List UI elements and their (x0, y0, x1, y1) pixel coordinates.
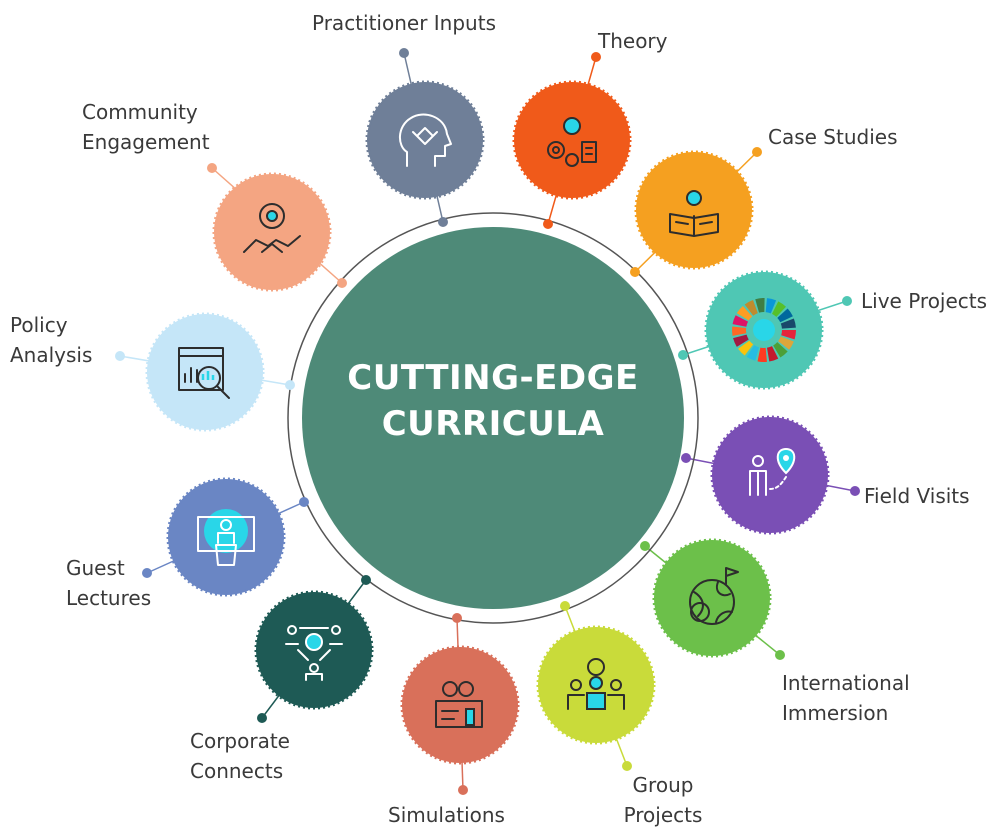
outer-ring (287, 212, 699, 624)
case-studies-label-dot (752, 147, 762, 157)
group-projects-label-line-1: Group (632, 773, 694, 797)
international-immersion-label-line-2: Immersion (782, 701, 889, 725)
node-corporate-connects (254, 575, 374, 723)
community-engagement-label-line-1: Community (82, 100, 198, 124)
center-title: CUTTING-EDGE CURRICULA (300, 355, 686, 447)
live-projects-label: Live Projects (861, 286, 987, 316)
center-circle (302, 227, 684, 609)
node-practitioner-inputs (365, 48, 485, 227)
corporate-connects-label-dot (257, 713, 267, 723)
policy-analysis-ring-dot (285, 380, 295, 390)
theory-circle (516, 84, 628, 196)
international-immersion-label-dot (775, 650, 785, 660)
policy-analysis-label-line-2: Analysis (10, 343, 93, 367)
lecturer-podium-icon (197, 509, 255, 566)
group-projects-ring-dot (560, 601, 570, 611)
community-engagement-circle (216, 176, 328, 288)
chart-magnifier-icon (178, 347, 230, 399)
policy-analysis-label-line-1: Policy (10, 313, 68, 337)
practitioner-inputs-label-dot (399, 48, 409, 58)
guest-lectures-label-dot (142, 568, 152, 578)
sdg-wheel-icon (732, 298, 796, 362)
policy-analysis-circle (149, 316, 261, 428)
community-engagement-ring-dot (337, 278, 347, 288)
practitioner-inputs-ring-dot (438, 217, 448, 227)
node-case-studies (630, 147, 762, 277)
simulations-label: Simulations (388, 800, 505, 830)
practitioner-inputs-circle (369, 84, 481, 196)
live-projects-label-dot (842, 296, 852, 306)
community-engagement-label-dot (207, 163, 217, 173)
head-handshake-icon (399, 113, 452, 167)
node-community-engagement (207, 163, 347, 292)
field-visits-label-dot (850, 486, 860, 496)
international-immersion-label-line-1: International (782, 671, 910, 695)
theory-ring-dot (543, 219, 553, 229)
corporate-connects-ring-dot (361, 575, 371, 585)
practitioner-inputs-label: Practitioner Inputs (312, 8, 496, 38)
field-visits-label: Field Visits (864, 481, 970, 511)
simulations-label-dot (458, 785, 468, 795)
international-immersion-ring-dot (640, 541, 650, 551)
people-lightbulb-icon (285, 625, 343, 681)
corporate-connects-label-line-1: Corporate (190, 729, 290, 753)
center-title-line-2: CURRICULA (381, 404, 605, 444)
node-policy-analysis (115, 312, 295, 432)
nodes-layer (115, 48, 860, 795)
node-simulations (400, 613, 520, 795)
handshake-people-gear-icon (243, 203, 301, 253)
simulations-ring-dot (452, 613, 462, 623)
field-visits-circle (714, 419, 826, 531)
center-title-line-1: CUTTING-EDGE (347, 358, 639, 398)
field-visits-label-line-1: Field Visits (864, 484, 970, 508)
guest-lectures-ring-dot (299, 497, 309, 507)
simulations-label-line-1: Simulations (388, 803, 505, 827)
group-projects-label-dot (622, 761, 632, 771)
node-guest-lectures (142, 477, 309, 597)
case-studies-ring-dot (630, 267, 640, 277)
theory-label-dot (591, 52, 601, 62)
group-projects-label-line-2: Projects (623, 803, 703, 827)
node-international-immersion (640, 538, 785, 660)
theory-label-line-1: Theory (598, 29, 668, 53)
node-live-projects (678, 270, 852, 390)
node-field-visits (681, 415, 860, 535)
simulations-circle (404, 649, 516, 761)
international-immersion-circle (656, 542, 768, 654)
person-location-pin-icon (749, 447, 796, 496)
globe-flag-icon (689, 567, 739, 625)
case-studies-circle (638, 154, 750, 266)
community-engagement-label-line-2: Engagement (82, 130, 210, 154)
open-book-lightbulb-icon (669, 190, 719, 237)
guest-lectures-label-line-2: Lectures (66, 586, 152, 610)
guest-lectures-label-line-1: Guest (66, 556, 125, 580)
practitioner-inputs-label-line-1: Practitioner Inputs (312, 11, 496, 35)
field-visits-ring-dot (681, 453, 691, 463)
live-projects-label-line-1: Live Projects (861, 289, 988, 313)
lightbulb-gears-icon (547, 117, 597, 167)
team-gear-icon (567, 658, 625, 710)
node-group-projects (536, 601, 656, 771)
policy-analysis-label-dot (115, 351, 125, 361)
theory-label: Theory (598, 26, 668, 56)
case-studies-label-line-1: Case Studies (768, 125, 898, 149)
live-projects-ring-dot (678, 350, 688, 360)
gears-document-icon (435, 681, 483, 728)
node-theory (512, 52, 632, 229)
corporate-connects-label-line-2: Connects (190, 759, 284, 783)
case-studies-label: Case Studies (768, 122, 898, 152)
